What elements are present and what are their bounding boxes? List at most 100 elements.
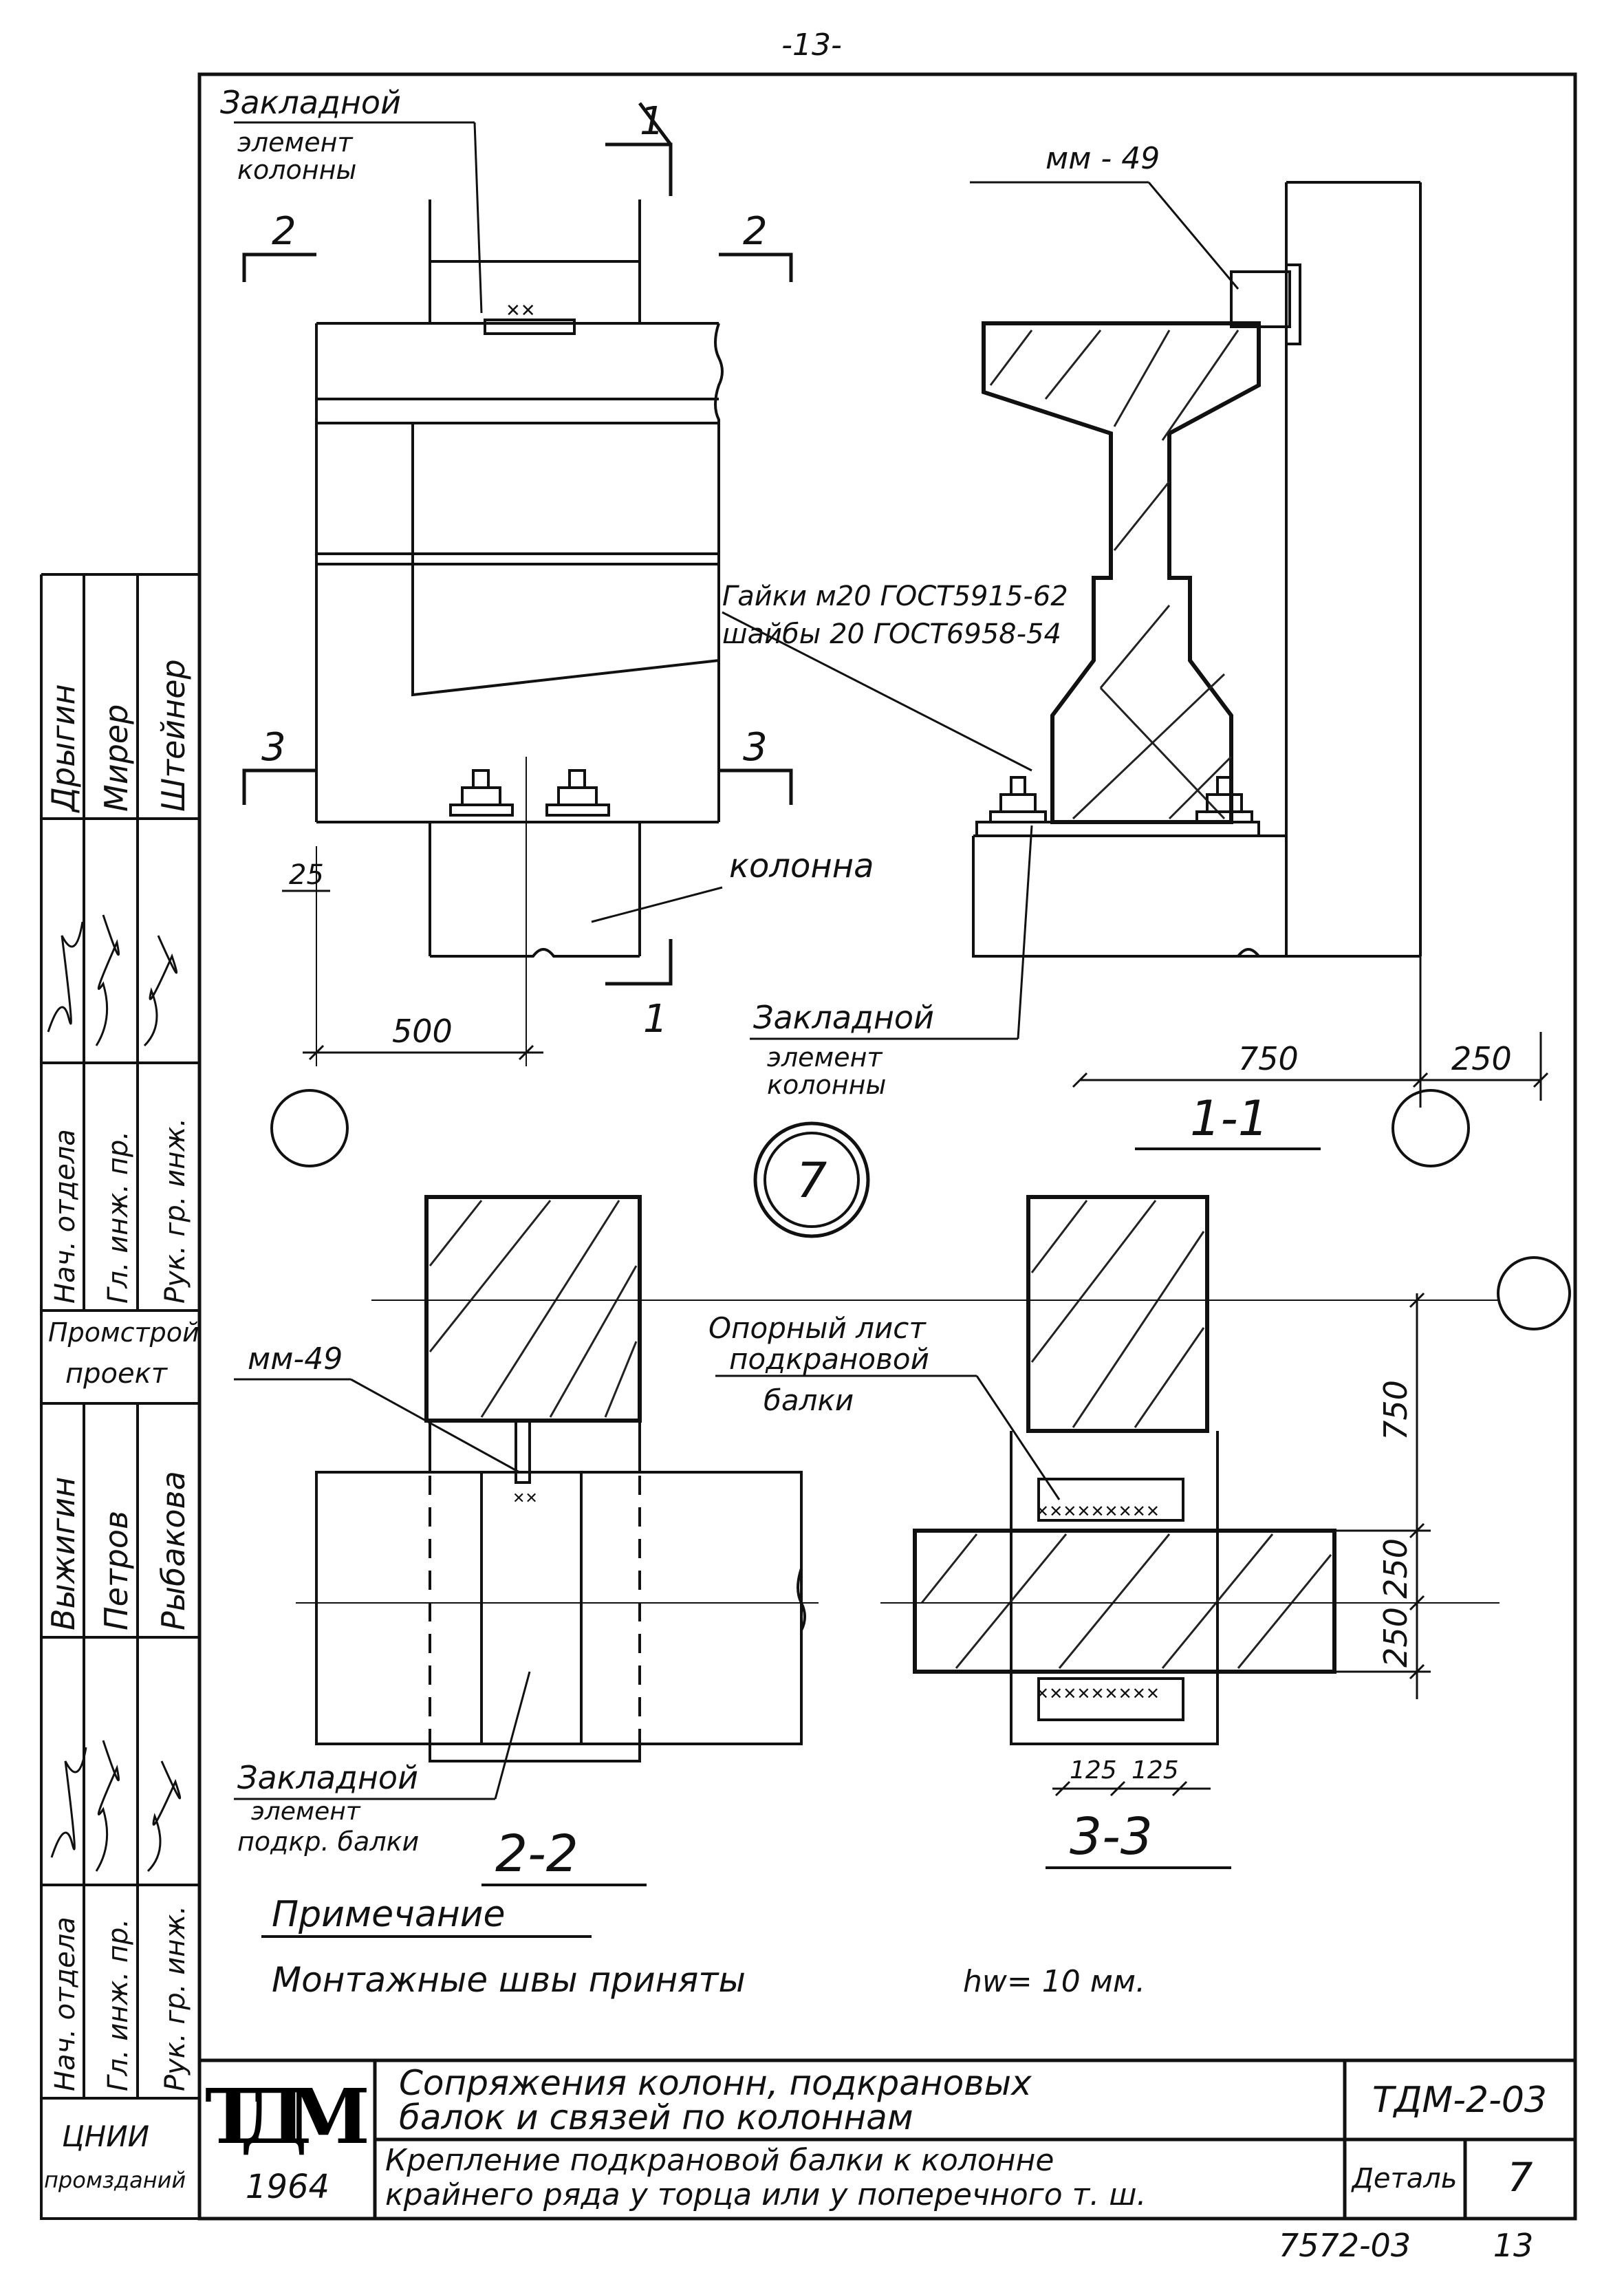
detail-marker-outer (753, 1121, 870, 1238)
detail-marker-number: 7 (797, 1152, 827, 1209)
title-year: 1964 (246, 2168, 329, 2206)
mm49-label: мм - 49 (1046, 141, 1160, 176)
section-3-right-label: 3 (743, 725, 768, 770)
note-title: Примечание (272, 1894, 506, 1935)
embed-column-label-3: колонны (237, 155, 356, 185)
bolt-left (449, 769, 514, 817)
embed-beam-label-1: Закладной (237, 1759, 418, 1796)
stamp-lower-name-3: Рыбакова (155, 1471, 192, 1630)
title-block: ТДМ 1964 Сопряжения колонн, подкрановых … (199, 2058, 1575, 2264)
section-1-bottom-label: 1 (643, 997, 668, 1042)
section-1-1-view: мм - 49 Гайки м20 ГОСТ5915-62 шайбы 20 Г… (722, 141, 1549, 1167)
tdm-logo: ТДМ (205, 2072, 370, 2161)
section-1-top-label: 1 (640, 99, 664, 144)
section-3-3-view: ✕✕✕✕✕✕✕✕✕ ✕✕✕✕✕✕✕✕✕ Опорный лист подкран… (371, 1195, 1571, 1869)
subtitle-line-2: крайнего ряда у торца или у поперечного … (385, 2177, 1147, 2212)
column-label: колонна (729, 847, 874, 885)
section-2-2-view: ✕✕ мм-49 Закладной элемент подкр. балки … (234, 1195, 819, 1886)
stamp-org-1: Промстрой (48, 1317, 199, 1348)
section-mark-2-left (242, 252, 316, 282)
note-text: Монтажные швы приняты (272, 1960, 746, 2000)
stamp-upper-name-3: Штейнер (155, 659, 192, 812)
weld-mark-22: ✕✕ (512, 1490, 538, 1507)
weld-mark-elev: ✕✕ (506, 301, 536, 321)
stamp-lower-name-2: Петров (98, 1511, 135, 1630)
section-mark-3-right (719, 768, 793, 805)
org-bottom-2: промзданий (44, 2167, 186, 2193)
dim-500-label: 500 (392, 1013, 453, 1050)
detail-marker-inner (764, 1132, 860, 1228)
section-mark-1-bottom (605, 939, 673, 986)
axis-bubble-right (1392, 1089, 1470, 1167)
section-mark-3-left (242, 768, 316, 805)
washers-label: шайбы 20 ГОСТ6958-54 (722, 618, 1061, 650)
dim-125b-label: 125 (1132, 1756, 1179, 1785)
column-section-2-2 (424, 1195, 642, 1423)
support-label-3: балки (764, 1383, 854, 1417)
dim-v250b-label: 250 (1377, 1607, 1414, 1668)
dimension-500 (303, 1044, 543, 1061)
stamp-org-2: проект (65, 1358, 169, 1390)
signatures-lower (50, 1740, 182, 1873)
embed-column-label-2: элемент (237, 127, 354, 158)
org-bottom-1: ЦНИИ (62, 2120, 149, 2153)
stamp-lower-role-1: Нач. отдела (50, 1917, 81, 2091)
dim-v750-label: 750 (1377, 1380, 1414, 1441)
section-2-2-title: 2-2 (495, 1824, 578, 1884)
note-block: Примечание Монтажные швы приняты hw= 10 … (261, 1894, 1145, 2000)
stamp-strip: Дрыгин Мирер Штейнер Нач. отдела Гл. инж… (41, 574, 199, 2193)
dimension-vertical (1334, 1292, 1431, 1699)
note-hw: hw= 10 мм. (963, 1964, 1145, 1999)
elevation-view: ✕✕ 1 1 2 2 3 3 Закладной (220, 84, 874, 1167)
embed-col2-label-2: элемент (767, 1042, 883, 1072)
stamp-upper-role-2: Гл. инж. пр. (102, 1131, 134, 1304)
mm49b-label: мм-49 (248, 1341, 343, 1377)
detail-number: 7 (1508, 2154, 1533, 2201)
support-label-2: подкрановой (729, 1342, 929, 1376)
dim-25-label: 25 (289, 859, 324, 891)
embed-beam-label-3: подкр. балки (237, 1826, 419, 1857)
section-mark-2-right (719, 252, 793, 282)
column-section-3-3 (1026, 1195, 1209, 1433)
crane-beam-section (982, 321, 1261, 824)
embed-column-label-1: Закладной (220, 84, 401, 121)
doc-code: ТДМ-2-03 (1372, 2080, 1547, 2121)
stamp-upper-name-2: Мирер (98, 704, 135, 812)
subtitle-line-1: Крепление подкрановой балки к колонне (385, 2143, 1054, 2178)
section-3-3-title: 3-3 (1070, 1807, 1153, 1866)
stamp-upper-role-3: Рук. гр. инж. (160, 1118, 191, 1304)
nuts-label: Гайки м20 ГОСТ5915-62 (722, 581, 1068, 612)
section-3-left-label: 3 (261, 725, 286, 770)
dim-750-label: 750 (1238, 1040, 1299, 1077)
detail-label: Деталь (1351, 2163, 1458, 2195)
section-mark-1-top (605, 102, 673, 196)
stamp-lower-name-1: Выжигин (45, 1477, 82, 1630)
section-2-right-label: 2 (743, 209, 768, 254)
title-line-2: балок и связей по колоннам (399, 2098, 913, 2137)
section-1-1-title: 1-1 (1190, 1090, 1268, 1147)
embed-col2-label-3: колонны (767, 1070, 886, 1100)
embed-col2-label-1: Закладной (753, 999, 934, 1036)
dimension-125 (1052, 1780, 1211, 1797)
title-line-1: Сопряжения колонн, подкрановых (399, 2063, 1032, 2103)
axis-bubble-left (270, 1089, 349, 1167)
stamp-lower-role-2: Гл. инж. пр. (102, 1919, 134, 2091)
dim-250-label: 250 (1451, 1040, 1512, 1077)
stamp-lower-role-3: Рук. гр. инж. (160, 1906, 191, 2091)
bolt-right (545, 769, 610, 817)
drawing-frame (40, 72, 1577, 2221)
footer-code: 7572-03 (1279, 2227, 1411, 2264)
weld-marks-33-bottom: ✕✕✕✕✕✕✕✕✕ (1035, 1684, 1160, 1703)
page-number: -13- (781, 28, 842, 63)
weld-marks-33-top: ✕✕✕✕✕✕✕✕✕ (1035, 1502, 1160, 1521)
footer-sheet: 13 (1493, 2227, 1534, 2264)
dim-v250a-label: 250 (1377, 1538, 1414, 1599)
support-label-1: Опорный лист (708, 1311, 927, 1345)
crane-beam-plan (913, 1529, 1336, 1674)
axis-bubble-section (1497, 1256, 1571, 1330)
stamp-upper-role-1: Нач. отдела (50, 1129, 81, 1304)
dim-125a-label: 125 (1070, 1756, 1117, 1785)
stamp-upper-name-1: Дрыгин (45, 684, 82, 813)
embed-beam-label-2: элемент (251, 1798, 361, 1826)
